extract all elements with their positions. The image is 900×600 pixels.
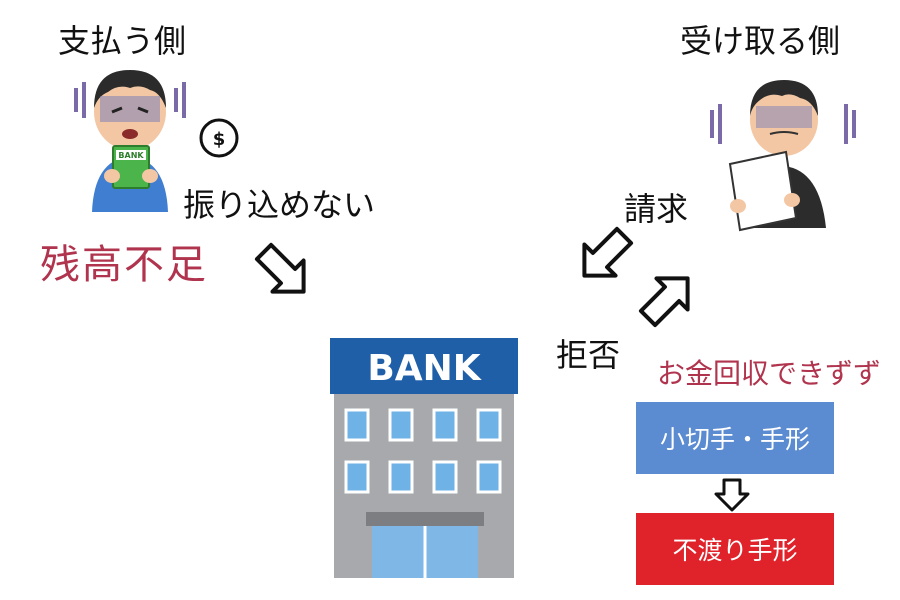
bankbook-icon: BANK: [112, 145, 150, 189]
bank-building-icon: BANK: [330, 338, 518, 578]
svg-text:$: $: [213, 129, 226, 150]
arrow-icon: [638, 276, 690, 328]
reject-label: 拒否: [556, 336, 621, 374]
worried-man-icon: BANK: [74, 70, 186, 212]
arrow-icon: [582, 226, 634, 278]
check-bill-label: 小切手・手形: [659, 425, 810, 454]
cannot-collect-label: お金回収できずず: [657, 357, 882, 390]
check-bill-box: 小切手・手形: [636, 402, 834, 474]
dishonored-bill-box: 不渡り手形: [636, 513, 834, 585]
dishonored-bill-label: 不渡り手形: [672, 536, 798, 565]
payer-title: 支払う側: [58, 22, 187, 60]
sad-man-with-paper-icon: [710, 80, 856, 232]
dollar-coin-icon: $: [199, 118, 239, 158]
insufficient-balance-label: 残高不足: [40, 242, 208, 288]
bank-sign-text: BANK: [367, 348, 481, 389]
claim-label: 請求: [624, 190, 689, 228]
cannot-transfer-label: 振り込めない: [183, 186, 376, 224]
receiver-title: 受け取る側: [680, 22, 841, 60]
svg-text:BANK: BANK: [118, 151, 144, 160]
arrow-icon: [714, 478, 750, 512]
arrow-icon: [254, 242, 306, 294]
